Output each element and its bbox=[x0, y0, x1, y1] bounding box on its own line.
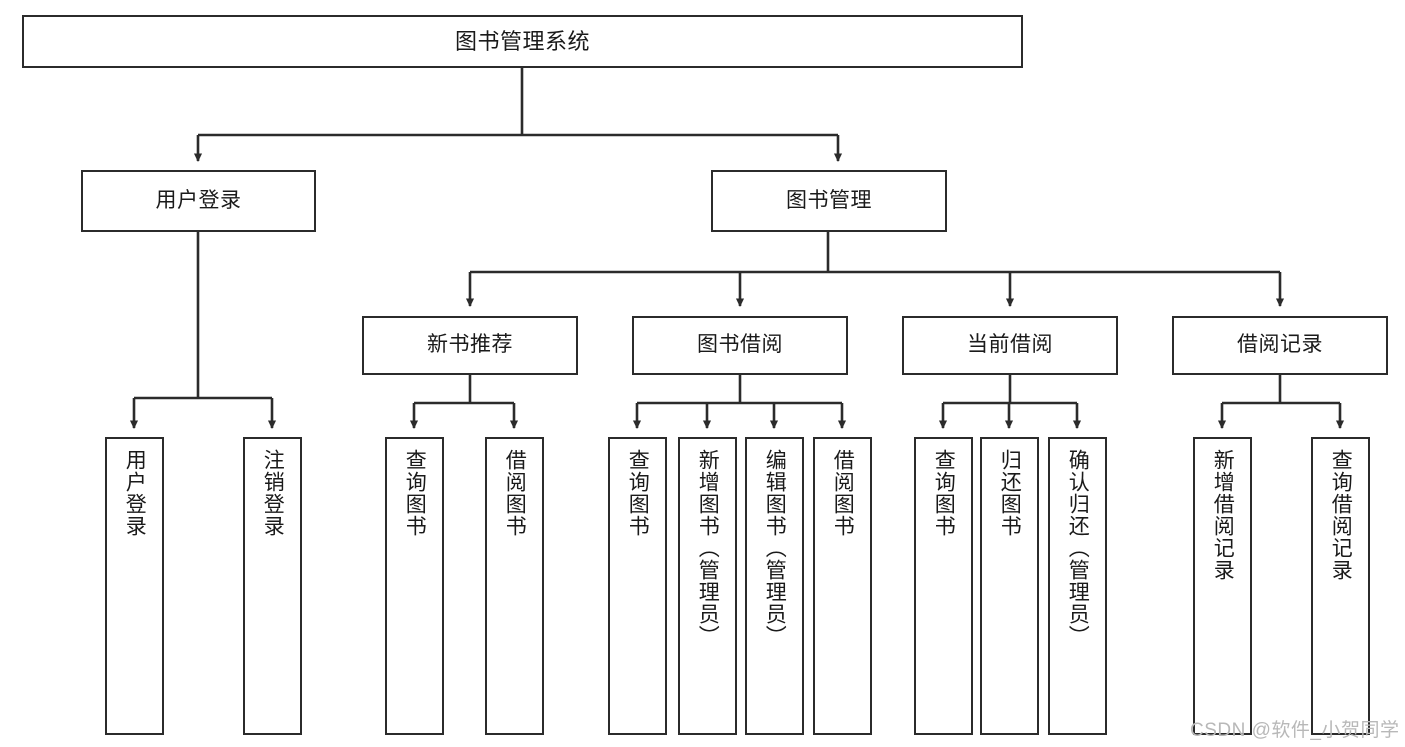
node-new-book-recommend[interactable]: 新书推荐 bbox=[362, 316, 578, 375]
node-leaf-add-book[interactable]: 新增图书（管理员） bbox=[678, 437, 737, 735]
node-label: 借阅图书 bbox=[503, 449, 527, 537]
node-label: 图书管理 bbox=[786, 188, 872, 212]
watermark: CSDN @软件_小贺同学 bbox=[1190, 720, 1400, 741]
node-leaf-query-book-2[interactable]: 查询图书 bbox=[608, 437, 667, 735]
node-leaf-borrow-book-2[interactable]: 借阅图书 bbox=[813, 437, 872, 735]
node-label: 当前借阅 bbox=[967, 333, 1053, 357]
node-label: 借阅记录 bbox=[1237, 333, 1323, 357]
node-leaf-query-book-1[interactable]: 查询图书 bbox=[385, 437, 444, 735]
node-leaf-query-book-3[interactable]: 查询图书 bbox=[914, 437, 973, 735]
node-label: 查询图书 bbox=[403, 449, 427, 537]
node-leaf-logout-login[interactable]: 注销登录 bbox=[243, 437, 302, 735]
node-label: 图书借阅 bbox=[697, 333, 783, 357]
node-leaf-return-book[interactable]: 归还图书 bbox=[980, 437, 1039, 735]
node-label: 归还图书 bbox=[998, 449, 1022, 537]
node-user-login[interactable]: 用户登录 bbox=[81, 170, 316, 232]
node-leaf-confirm-return[interactable]: 确认归还（管理员） bbox=[1048, 437, 1107, 735]
node-root[interactable]: 图书管理系统 bbox=[22, 15, 1023, 68]
node-leaf-edit-book[interactable]: 编辑图书（管理员） bbox=[745, 437, 804, 735]
node-label: 用户登录 bbox=[123, 449, 147, 537]
node-leaf-add-record[interactable]: 新增借阅记录 bbox=[1193, 437, 1252, 735]
node-label: 确认归还（管理员） bbox=[1066, 449, 1090, 647]
node-label: 查询借阅记录 bbox=[1329, 449, 1353, 581]
node-leaf-user-login[interactable]: 用户登录 bbox=[105, 437, 164, 735]
node-leaf-query-record[interactable]: 查询借阅记录 bbox=[1311, 437, 1370, 735]
node-book-borrow[interactable]: 图书借阅 bbox=[632, 316, 848, 375]
node-borrow-record[interactable]: 借阅记录 bbox=[1172, 316, 1388, 375]
node-label: 借阅图书 bbox=[831, 449, 855, 537]
node-label: 查询图书 bbox=[932, 449, 956, 537]
node-label: 新增借阅记录 bbox=[1211, 449, 1235, 581]
node-label: 注销登录 bbox=[261, 449, 285, 537]
node-current-borrow[interactable]: 当前借阅 bbox=[902, 316, 1118, 375]
node-label: 图书管理系统 bbox=[454, 28, 590, 54]
node-label: 新书推荐 bbox=[427, 333, 513, 357]
node-label: 新增图书（管理员） bbox=[696, 449, 720, 647]
node-leaf-borrow-book-1[interactable]: 借阅图书 bbox=[485, 437, 544, 735]
node-label: 查询图书 bbox=[626, 449, 650, 537]
node-book-management[interactable]: 图书管理 bbox=[711, 170, 947, 232]
node-label: 编辑图书（管理员） bbox=[763, 449, 787, 647]
node-label: 用户登录 bbox=[155, 188, 242, 212]
